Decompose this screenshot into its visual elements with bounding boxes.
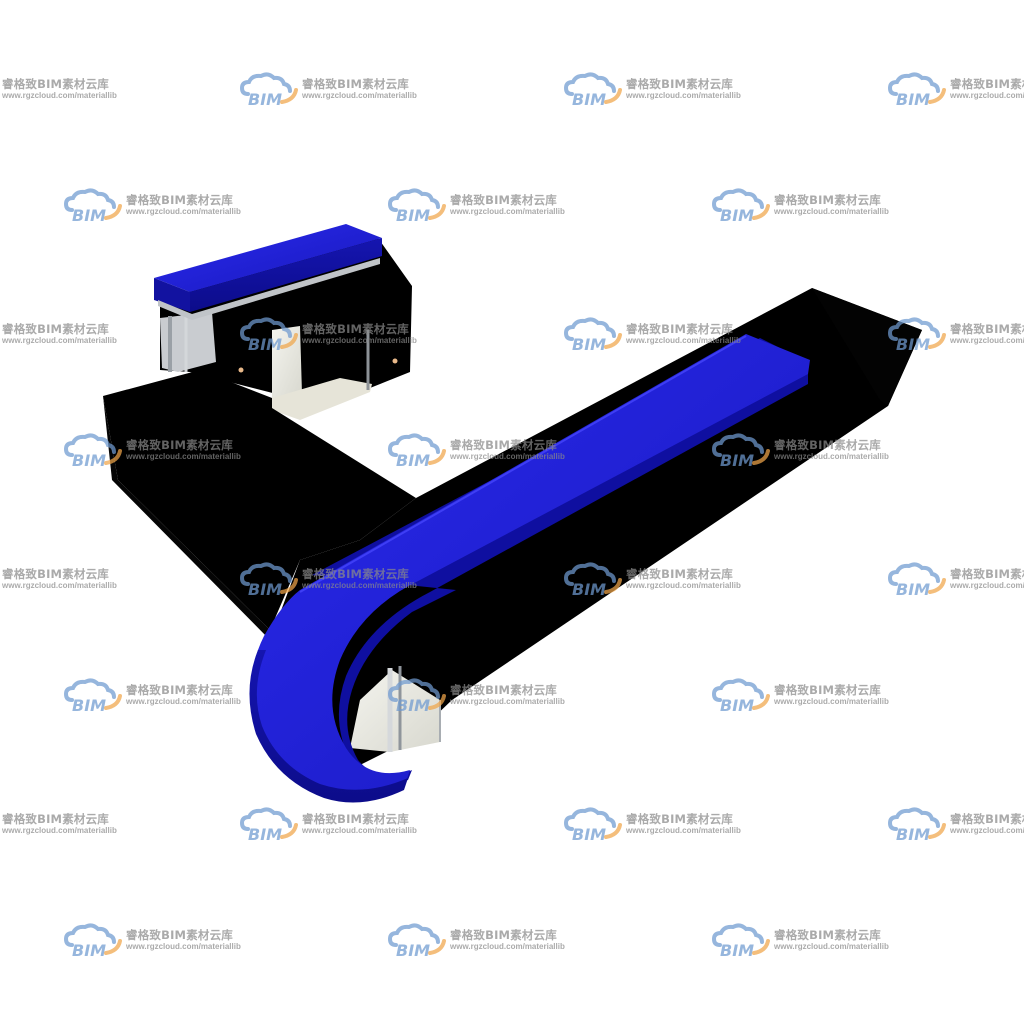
main-run-end	[812, 288, 922, 406]
rear-glass-panel-mid	[272, 326, 302, 398]
main-top-band	[249, 334, 810, 803]
left-wing-front	[103, 396, 270, 640]
rear-band-side	[190, 238, 382, 312]
rear-light-1	[238, 367, 244, 373]
main-band-top	[251, 334, 810, 798]
rear-counter	[154, 224, 412, 420]
main-band-front	[249, 650, 408, 803]
rear-light-2	[392, 358, 398, 364]
main-band-side	[312, 338, 808, 783]
rear-glass-panel-left	[160, 312, 216, 372]
rear-inner-floor	[272, 378, 372, 420]
rear-band-front	[154, 278, 190, 312]
main-band-highlight	[299, 335, 747, 593]
rear-band-top	[154, 224, 382, 292]
left-wing-top	[103, 370, 416, 630]
rear-band-trim	[158, 258, 380, 320]
